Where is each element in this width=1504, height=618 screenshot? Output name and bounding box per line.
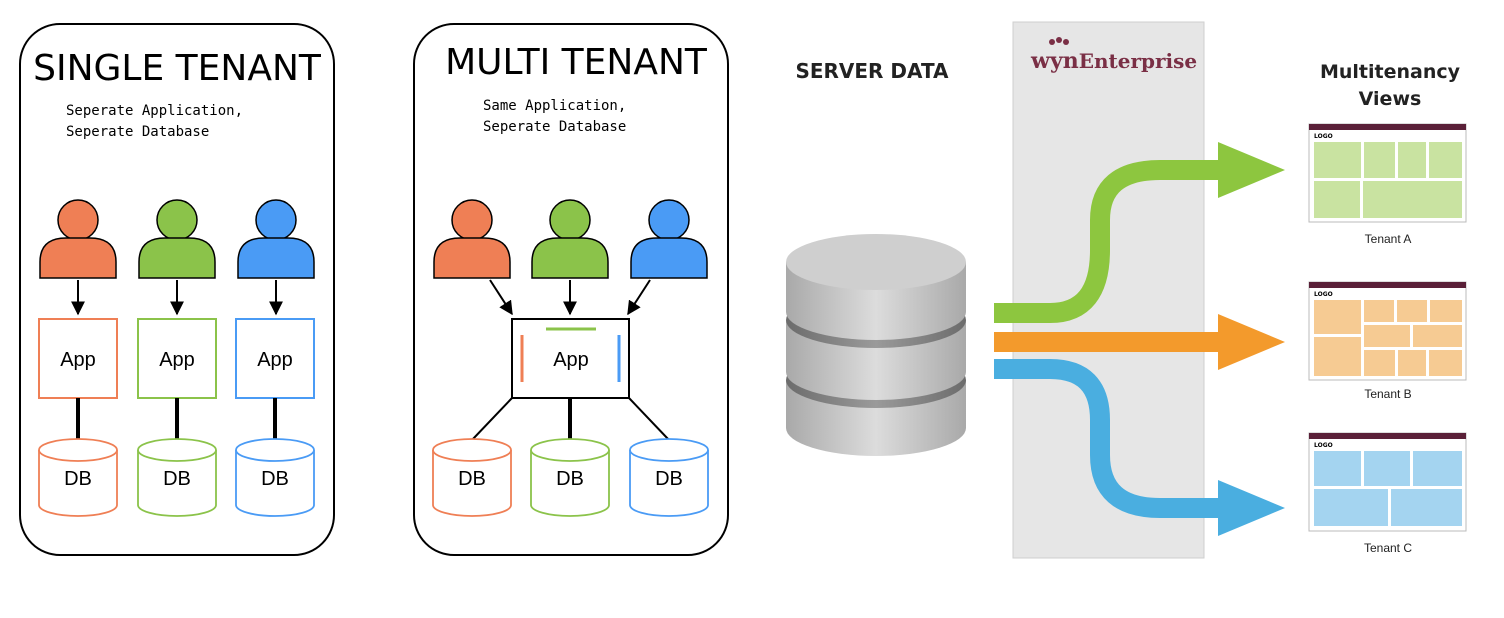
- database-icon: DB: [629, 438, 709, 517]
- user-icon: [138, 199, 216, 279]
- svg-text:DB: DB: [163, 468, 191, 490]
- user-icon: [433, 199, 511, 279]
- svg-text:LOGO: LOGO: [1314, 442, 1333, 449]
- svg-text:DB: DB: [556, 468, 584, 490]
- tenant-b-label: Tenant B: [1364, 387, 1411, 401]
- multi-tenant-title: MULTI TENANT: [445, 42, 708, 83]
- server-database-icon: [786, 234, 966, 456]
- app-box: App: [235, 318, 315, 399]
- user-icon: [630, 199, 708, 279]
- user-icon: [39, 199, 117, 279]
- svg-text:DB: DB: [458, 468, 486, 490]
- svg-text:LOGO: LOGO: [1314, 291, 1333, 298]
- views-title-line2: Views: [1359, 88, 1422, 110]
- shared-app-box: App: [511, 318, 630, 399]
- svg-text:wynEnterprise: wynEnterprise: [1030, 48, 1197, 74]
- svg-text:DB: DB: [655, 468, 683, 490]
- flow-arrow-tenant-b: [994, 314, 1285, 370]
- svg-text:App: App: [60, 349, 96, 371]
- tenant-c-label: Tenant C: [1364, 541, 1412, 555]
- flow-arrow-tenant-c: [994, 359, 1285, 536]
- single-tenant-subtitle-1: Seperate Application,: [66, 103, 243, 119]
- flow-arrow-tenant-a: [994, 142, 1285, 323]
- multi-tenant-subtitle-2: Seperate Database: [483, 119, 626, 135]
- database-icon: DB: [235, 438, 315, 517]
- database-icon: DB: [530, 438, 610, 517]
- wyn-enterprise-logo: wynEnterprise: [1030, 37, 1197, 74]
- svg-text:App: App: [553, 349, 589, 371]
- app-box: App: [38, 318, 118, 399]
- server-data-title: SERVER DATA: [795, 59, 949, 83]
- database-icon: DB: [137, 438, 217, 517]
- single-tenant-subtitle-2: Seperate Database: [66, 124, 209, 140]
- tenant-c-view: LOGO Tenant C: [1308, 432, 1467, 555]
- tenant-a-view: LOGO Tenant A: [1308, 123, 1467, 246]
- multi-tenant-panel: MULTI TENANT Same Application, Seperate …: [413, 23, 729, 556]
- svg-text:App: App: [257, 349, 293, 371]
- user-icon: [237, 199, 315, 279]
- app-box: App: [137, 318, 217, 399]
- single-tenant-panel: SINGLE TENANT Seperate Application, Sepe…: [19, 23, 335, 556]
- svg-text:LOGO: LOGO: [1314, 133, 1333, 140]
- multi-tenant-subtitle-1: Same Application,: [483, 98, 626, 114]
- single-tenant-title: SINGLE TENANT: [33, 48, 322, 89]
- tenant-a-label: Tenant A: [1365, 232, 1412, 246]
- svg-text:DB: DB: [64, 468, 92, 490]
- views-title-line1: Multitenancy: [1320, 61, 1461, 83]
- svg-text:DB: DB: [261, 468, 289, 490]
- database-icon: DB: [432, 438, 512, 517]
- database-icon: DB: [38, 438, 118, 517]
- tenant-b-view: LOGO Tenant B: [1308, 281, 1467, 401]
- svg-text:App: App: [159, 349, 195, 371]
- user-icon: [531, 199, 609, 279]
